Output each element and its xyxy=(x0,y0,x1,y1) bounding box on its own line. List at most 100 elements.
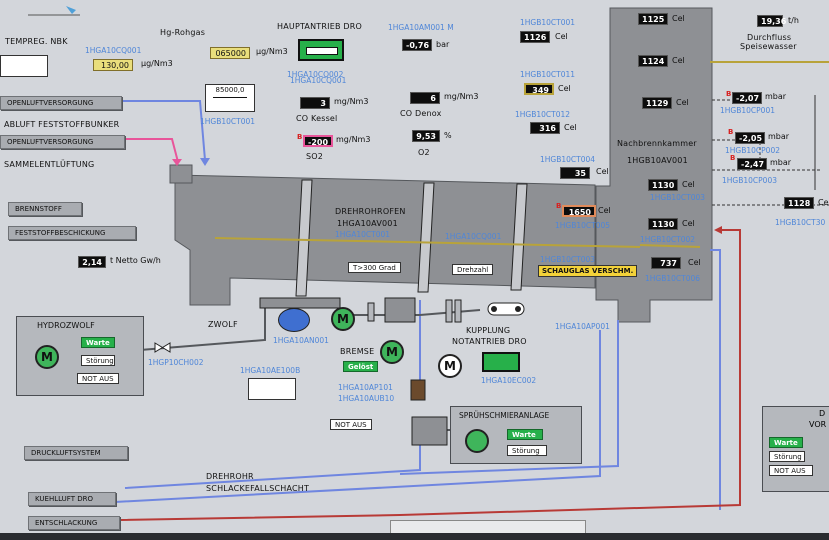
durchfluss-unit: t/h xyxy=(788,16,799,25)
hydro-label: HYDROZWOLF xyxy=(37,321,95,330)
t5-value: 1650 xyxy=(562,205,596,217)
nb-label: Nachbrennkammer xyxy=(617,139,697,148)
zwolf-box[interactable] xyxy=(248,378,296,400)
bremse-geloest-status: Gelöst xyxy=(343,361,379,372)
spruehschmier-panel: SPRÜHSCHMIERANLAGE Warte Störung xyxy=(450,406,582,464)
p1-unit: mbar xyxy=(765,92,787,101)
pink-pipe xyxy=(125,138,179,163)
nb-t4-unit: Cel xyxy=(682,180,695,189)
nb-tag-e: 1HGA10AP001 xyxy=(555,322,610,331)
nb-t2-unit: Cel xyxy=(672,56,685,65)
p2-tag: 1HGB10CP002 xyxy=(725,146,780,155)
nb-t2-value: 1124 xyxy=(638,55,668,67)
openluft2-button[interactable]: OPENLUFTVERSORGUNG xyxy=(0,135,125,149)
notantrieb-status-icon[interactable] xyxy=(482,352,520,372)
o2-value: 9,53 xyxy=(412,130,440,142)
denox-value: 6 xyxy=(410,92,440,104)
t5-tag: 1HGB10CT005 xyxy=(555,221,611,230)
red-pipe xyxy=(119,229,741,521)
so2-label: SO2 xyxy=(306,152,324,161)
feststoff-button[interactable]: FESTSTOFFBESCHICKUNG xyxy=(8,226,136,240)
p2-unit: mbar xyxy=(768,132,790,141)
nb-t6-unit: Cel xyxy=(688,258,701,267)
scrollbar[interactable] xyxy=(390,520,586,534)
lube-block xyxy=(411,416,448,446)
nb-t5-unit: Cel xyxy=(682,219,695,228)
notantrieb-motor-icon[interactable]: M xyxy=(438,354,462,378)
o2-label: O2 xyxy=(418,148,430,157)
nb-t3-value: 1129 xyxy=(642,97,672,109)
zwolf-pump-icon[interactable] xyxy=(278,308,310,332)
p3-unit: mbar xyxy=(770,158,792,167)
blue-pipe-bottom2 xyxy=(114,330,601,503)
right-warte-status: Warte xyxy=(769,437,803,448)
t5-unit: Cel xyxy=(598,206,611,215)
zwolf-tag1: 1HGA10AN001 xyxy=(273,336,329,345)
kupplung-tag: 1HGA10EC002 xyxy=(481,376,537,385)
entschlackung-button[interactable]: ENTSCHLACKUNG xyxy=(28,516,120,530)
o2-unit: % xyxy=(444,131,452,140)
openluft-button[interactable]: OPENLUFTVERSORGUNG xyxy=(0,96,122,110)
kiln-label: DREHROHROFEN xyxy=(335,207,406,216)
right-panel-label2: VOR xyxy=(809,420,827,429)
nb-t6-value: 737 xyxy=(651,257,681,269)
t4-tag: 1HGB10CT004 xyxy=(540,155,596,164)
schlacke-label: SCHLACKEFALLSCHACHT xyxy=(206,484,310,493)
brake-motor-icon[interactable]: M xyxy=(380,340,404,364)
kuehlluft-button[interactable]: KUEHLLUFT DRO xyxy=(28,492,116,506)
t4-unit: Cel xyxy=(596,167,609,176)
t4-value: 35 xyxy=(560,167,590,179)
tempreg-label: TEMPREG. NBK xyxy=(5,37,68,46)
schauglas-alarm[interactable]: SCHAUGLAS VERSCHM. xyxy=(538,265,638,277)
bremse-label: BREMSE xyxy=(340,347,375,356)
denox-label: CO Denox xyxy=(400,109,442,118)
yellow-line xyxy=(214,237,641,248)
t1-value: 1126 xyxy=(520,31,550,43)
durchfluss-value: 19,36 xyxy=(757,15,786,27)
t-right-unit: Cel xyxy=(818,198,829,207)
zwolf-tag2: 1HGA10AE100B xyxy=(240,366,301,375)
zwolf-label: ZWOLF xyxy=(208,320,238,329)
tempreg-box[interactable] xyxy=(0,55,48,77)
hg-value: 130,00 xyxy=(93,59,133,71)
main-motor-icon[interactable]: M xyxy=(331,307,355,331)
t2-tag: 1HGB10CT011 xyxy=(520,70,576,79)
valve xyxy=(154,342,171,353)
p3-tag: 1HGB10CP003 xyxy=(722,176,777,185)
kiln-body xyxy=(174,174,596,306)
hydro-notaus-status: NOT AUS xyxy=(77,373,119,384)
druckluft-button[interactable]: DRUCKLUFTSYSTEM xyxy=(24,446,128,460)
so2-value: -200 xyxy=(303,135,333,147)
p2-value: -2,05 xyxy=(735,132,765,144)
ug-value: 065000 xyxy=(210,47,250,59)
kiln-tag: 1HGA10CT001 xyxy=(335,230,391,239)
hauptantrieb-label: HAUPTANTRIEB DRO xyxy=(277,22,362,31)
spruehschmier-pump-icon[interactable] xyxy=(465,429,489,453)
drehzahl-button[interactable]: Drehzahl xyxy=(452,264,494,275)
nb-t3-unit: Cel xyxy=(676,98,689,107)
nb-tag-a: 1HGB10CT003 xyxy=(650,193,706,202)
t3-value: 316 xyxy=(530,122,560,134)
t3-unit: Cel xyxy=(564,123,577,132)
zwolf-tag4: 1HGA10AUB10 xyxy=(338,394,395,403)
nb-t1-value: 1125 xyxy=(638,13,668,25)
kiln-ring-1 xyxy=(295,179,313,297)
t2-unit: Cel xyxy=(558,84,571,93)
kessel-value: 3 xyxy=(300,97,330,109)
brennstoff-button[interactable]: BRENNSTOFF xyxy=(8,202,82,216)
t2-value: 349 xyxy=(524,83,554,95)
kiln-ring-3 xyxy=(510,183,528,291)
hauptantrieb-status-icon[interactable] xyxy=(298,39,344,61)
durchfluss-label: Durchfluss xyxy=(747,33,792,42)
kessel-unit: mg/Nm3 xyxy=(334,97,369,106)
nb-t1-unit: Cel xyxy=(672,14,685,23)
zwolf-notaus: NOT AUS xyxy=(330,419,372,430)
hydro-motor-icon[interactable]: M xyxy=(35,345,59,369)
yellow-line-2 xyxy=(639,244,701,248)
temp-threshold-button[interactable]: T>300 Grad xyxy=(348,262,401,273)
kiln-ring-2 xyxy=(417,182,435,293)
feeder-box[interactable]: 85000,0 xyxy=(205,84,255,112)
nb-id: 1HGB10AV001 xyxy=(627,156,688,165)
